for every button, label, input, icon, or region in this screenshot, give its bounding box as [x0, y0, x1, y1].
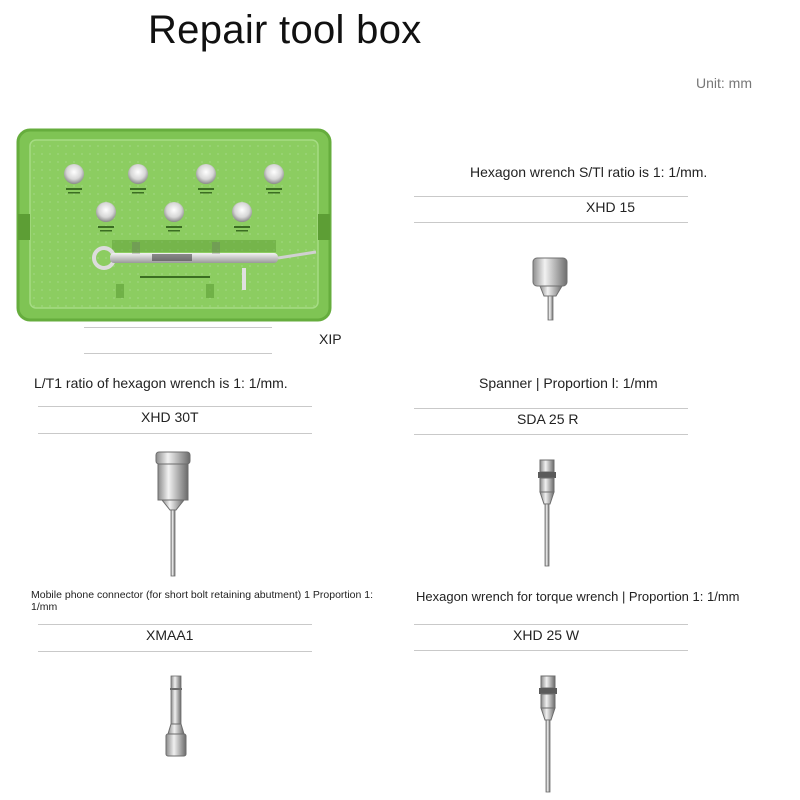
divider	[38, 433, 312, 434]
long-hex-driver-icon	[152, 448, 194, 578]
short-hex-driver-icon	[530, 256, 572, 322]
divider	[414, 650, 688, 651]
item-code: XMAA1	[146, 627, 194, 643]
item-label: Spanner | Proportion l: 1/mm	[479, 375, 658, 391]
divider	[414, 222, 688, 223]
unit-label: Unit: mm	[696, 75, 752, 91]
box-code: XIP	[319, 331, 342, 347]
divider	[414, 434, 688, 435]
item-code: XHD 25 W	[513, 627, 580, 643]
repair-tool-box-image	[16, 128, 332, 324]
divider	[38, 624, 312, 625]
spanner-adapter-icon	[532, 458, 560, 570]
item-label: Hexagon wrench for torque wrench | Propo…	[416, 589, 740, 604]
divider	[38, 651, 312, 652]
item-label: L/T1 ratio of hexagon wrench is 1: 1/mm.	[34, 375, 288, 391]
torque-hex-driver-icon	[534, 674, 562, 794]
divider	[414, 408, 688, 409]
divider	[84, 327, 272, 328]
divider	[38, 406, 312, 407]
divider	[414, 196, 688, 197]
tool-tray-icon	[16, 128, 332, 322]
page-title: Repair tool box	[148, 8, 422, 52]
connector-icon	[162, 674, 190, 760]
item-code: XHD 15	[586, 199, 636, 215]
item-code: XHD 30T	[141, 409, 199, 425]
divider	[414, 624, 688, 625]
item-label: Mobile phone connector (for short bolt r…	[31, 589, 374, 613]
item-label: Hexagon wrench S/Tl ratio is 1: 1/mm.	[470, 164, 708, 180]
item-code: SDA 25 R	[517, 411, 579, 427]
divider	[84, 353, 272, 354]
